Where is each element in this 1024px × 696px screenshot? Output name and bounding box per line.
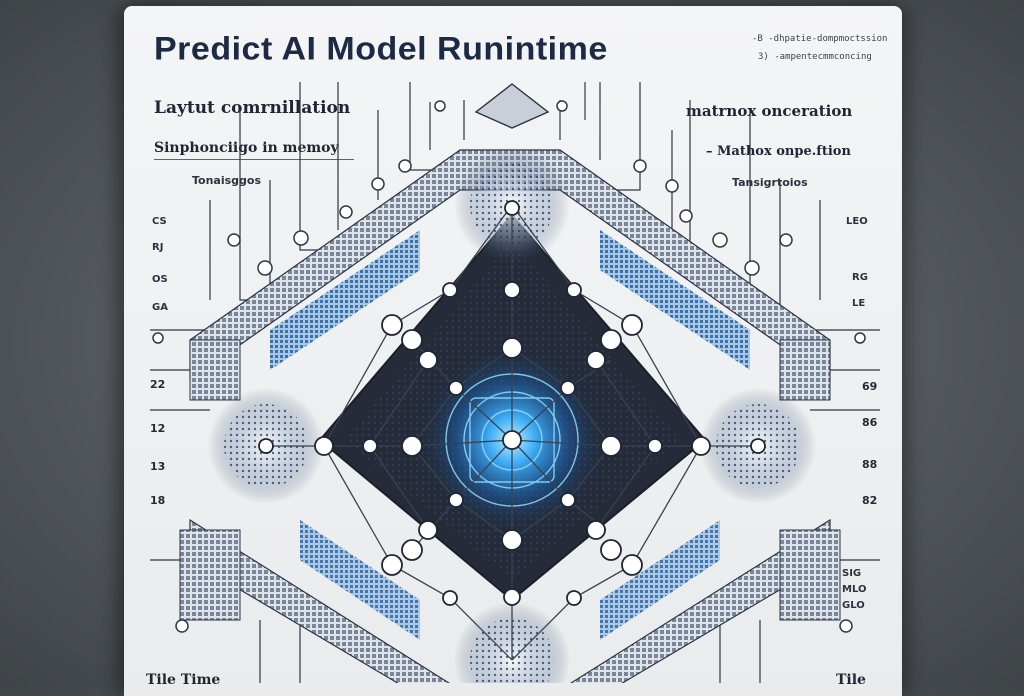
left-number-2: 12 xyxy=(150,422,166,435)
corner-note-1: -B -dhpatie-dompmoctssion xyxy=(752,34,888,44)
network-nodes xyxy=(314,281,711,606)
right-code-3: LE xyxy=(852,298,866,309)
right-code-6: GLO xyxy=(842,600,865,611)
right-number-3: 88 xyxy=(862,458,878,471)
cluster-centers xyxy=(258,200,766,454)
right-subheading: – Mathox onpe.ftion xyxy=(706,144,851,159)
right-number-2: 86 xyxy=(862,416,878,429)
right-number-4: 82 xyxy=(862,494,878,507)
left-code-3: OS xyxy=(152,274,168,285)
trace-endpoints xyxy=(152,100,866,633)
right-number-1: 69 xyxy=(862,380,878,393)
left-number-3: 13 xyxy=(150,460,166,473)
left-subheading: Sinphonciigo in memoy xyxy=(154,140,339,156)
left-number-1: 22 xyxy=(150,378,166,391)
left-heading: Laytut comrnillation xyxy=(154,98,351,118)
right-section-label: Tansigrtoios xyxy=(732,176,808,189)
corner-note-2: 3) -ampentecmmconcing xyxy=(758,52,872,62)
left-number-4: 18 xyxy=(150,494,166,507)
top-pyramid xyxy=(474,83,550,129)
right-code-2: RG xyxy=(852,272,868,283)
diagram-title: Predict AI Model Runintime xyxy=(154,30,608,68)
isometric-blocks xyxy=(179,149,841,683)
right-code-5: MLO xyxy=(842,584,867,595)
left-code-4: GA xyxy=(152,302,168,313)
right-code-1: LEO xyxy=(846,216,868,227)
right-heading: matrnox onceration xyxy=(686,102,853,120)
right-code-4: SIG xyxy=(842,568,862,579)
left-section-label: Tonaisggos xyxy=(192,174,262,187)
left-sub-underline xyxy=(154,159,354,160)
left-code-2: RJ xyxy=(152,242,164,253)
left-code-1: CS xyxy=(152,216,167,227)
